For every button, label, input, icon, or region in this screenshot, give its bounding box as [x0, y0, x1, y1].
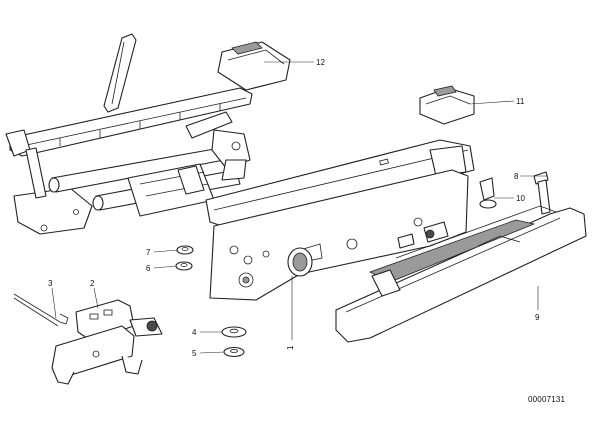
- washer-part-7: [176, 245, 194, 255]
- bracket-part-11: [419, 85, 475, 125]
- side-cover-part-9: [335, 205, 587, 343]
- callout-2: 2: [90, 279, 95, 288]
- wire-spring-part-3: [13, 293, 69, 327]
- side-panel: [209, 169, 469, 301]
- callout-4: 4: [192, 328, 197, 337]
- callout-10: 10: [516, 194, 525, 203]
- callout-6: 6: [146, 264, 151, 273]
- callout-9: 9: [535, 313, 540, 322]
- callout-11: 11: [516, 97, 525, 106]
- latch-mechanism-part-2: [51, 299, 163, 385]
- callout-1: 1: [286, 345, 295, 350]
- callout-12: 12: [316, 58, 325, 67]
- washer-part-5: [223, 346, 245, 358]
- screw-part-8: [533, 171, 551, 215]
- bolt-part-10: [479, 177, 497, 209]
- document-number: 00007131: [528, 395, 566, 404]
- callout-3: 3: [48, 279, 53, 288]
- callout-7: 7: [146, 248, 151, 257]
- leader-lines: [51, 61, 548, 354]
- bracket-part-12: [217, 41, 291, 91]
- adjustment-lever: [103, 33, 137, 113]
- seat-frame: [5, 87, 253, 235]
- callout-5: 5: [192, 349, 197, 358]
- callout-8: 8: [514, 172, 519, 181]
- washer-part-4: [221, 326, 247, 338]
- callout-labels: 12 11 8 10 7 6 4 5 1 2 3 9: [48, 58, 540, 358]
- washer-part-6: [175, 261, 193, 271]
